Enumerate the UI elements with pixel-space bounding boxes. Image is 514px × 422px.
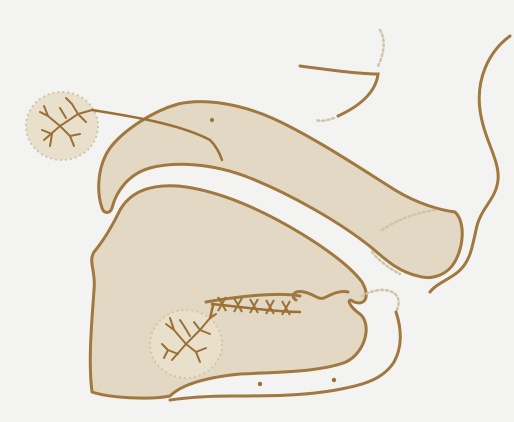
diagram-canvas: [0, 0, 514, 422]
anatomy-diagram: [0, 0, 514, 422]
